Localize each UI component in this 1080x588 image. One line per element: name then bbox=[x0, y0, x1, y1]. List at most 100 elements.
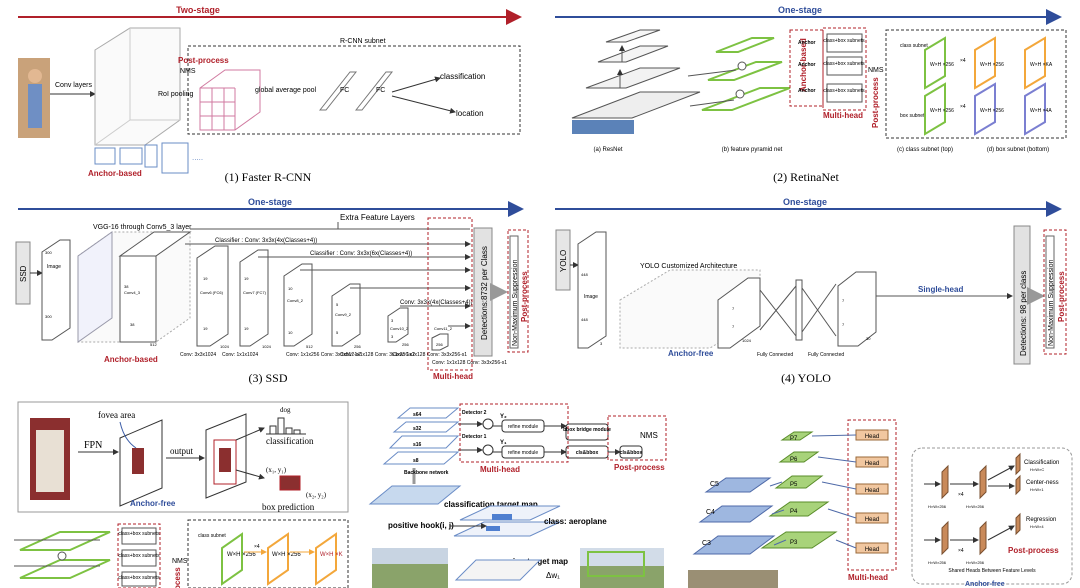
panel-retinanet: Anchor-based Anchor Anchor Anchor class+… bbox=[571, 27, 1067, 184]
foveabox-frame bbox=[17, 401, 349, 513]
subnet-detail-box bbox=[885, 29, 1067, 139]
label-detector-1: Detector 1 bbox=[462, 434, 487, 440]
label-conv-layers: Conv layers bbox=[55, 82, 92, 89]
ssd-dim-15: 5 bbox=[336, 330, 339, 335]
banner-two-stage-label: Two-stage bbox=[176, 5, 220, 15]
caption-faster-rcnn: (1) Faster R-CNN bbox=[225, 170, 312, 184]
dim-wxh256-b: W×H ×256 bbox=[980, 62, 1004, 68]
label-fcos-ctr-dim: H×W×1 bbox=[1030, 487, 1044, 492]
label-multi-head-fcos: Multi-head bbox=[848, 573, 888, 582]
banner-one-stage-ssd: One-stage bbox=[18, 197, 524, 217]
scale-s16: s16 bbox=[413, 442, 422, 448]
backbone-block bbox=[94, 27, 181, 146]
label-anchor-based-retina: Anchor-based bbox=[799, 38, 808, 92]
label-refine-1: refine module bbox=[508, 450, 539, 456]
roi-feature-grid bbox=[199, 69, 261, 131]
yolo-image-label: Image bbox=[584, 294, 598, 300]
banner-two-stage: Two-stage bbox=[18, 5, 522, 25]
label-roi-pooling: RoI pooling bbox=[158, 91, 194, 98]
dim-wxh4a: W×H ×4A bbox=[1030, 108, 1052, 114]
label-head-1: Head bbox=[865, 434, 879, 440]
ssd-dim-11: 10 bbox=[288, 286, 293, 291]
label-yolo-nms: Non-Maximum Suppression bbox=[1048, 260, 1055, 346]
ssd-feature-layers bbox=[196, 245, 449, 351]
label-ssd-nms: Non-Maximum Suppression bbox=[512, 260, 519, 346]
yolo-fc-1 bbox=[795, 279, 803, 341]
label-backbone-network: Backbone network bbox=[404, 470, 449, 476]
label-anchor-based-frcnn: Anchor-based bbox=[88, 169, 142, 178]
subnets-label-3: class+box subnets bbox=[823, 88, 865, 94]
ssd-bottom-3: Conv: 1x1x256 Conv: 3x3x512-s2 bbox=[286, 352, 361, 358]
label-post-process-frcnn: Post-process bbox=[178, 56, 229, 65]
subcaption-a: (a) ResNet bbox=[593, 147, 622, 153]
label-extra-feature-layers: Extra Feature Layers bbox=[340, 213, 415, 222]
banner-one-stage-label-2: One-stage bbox=[248, 197, 292, 207]
retina-small-dim-a: W×H ×256 bbox=[227, 552, 256, 558]
ssd-bottom-1: Conv: 3x3x1024 bbox=[180, 352, 216, 358]
ssd-dim-17: 3 bbox=[391, 318, 394, 323]
panel-target-maps: classification target map positive hook(… bbox=[372, 500, 664, 588]
label-yolo-fc-1: Fully Connected bbox=[757, 352, 793, 358]
yolo-final-conv bbox=[717, 277, 761, 349]
fcos-hw256-b: H×W×256 bbox=[966, 504, 985, 509]
label-ssd: SSD bbox=[19, 265, 28, 282]
ssd-conv7: Conv7 (FC7) bbox=[243, 290, 267, 295]
panel-ssd: SSD Image 300 300 VGG-16 through Conv5_3… bbox=[15, 213, 529, 385]
subcaption-b: (b) feature pyramid net bbox=[722, 147, 783, 153]
ssd-bottom-4: Conv: 1x1x128 Conv: 3x3x256-s2 bbox=[340, 352, 415, 358]
label-shared-heads: Shared Heads Between Feature Levels bbox=[948, 568, 1036, 574]
vgg-block bbox=[77, 231, 192, 343]
label-fcos-reg-dim: H×W×4 bbox=[1030, 524, 1044, 529]
label-p7: P7 bbox=[790, 436, 798, 442]
dim-wxhka: W×H ×KA bbox=[1030, 62, 1053, 68]
label-classifier-3: Conv: 3x3x(4x(Classes+4)) bbox=[400, 300, 473, 306]
label-post-process-yolo: Post-process bbox=[1057, 271, 1066, 322]
label-fcos-cls-dim: H×W×C bbox=[1030, 467, 1044, 472]
ssd-bottom-6: Conv: 1x1x128 Conv: 3x3x256-s1 bbox=[432, 360, 507, 366]
yolo-dim-3: 7 bbox=[732, 306, 735, 311]
label-anchor-free-yolo: Anchor-free bbox=[668, 349, 714, 358]
label-gap: global average pool bbox=[255, 87, 317, 94]
rcnn-subnet-box bbox=[187, 45, 521, 135]
dim-wxh256-a: W×H ×256 bbox=[930, 62, 954, 68]
label-anchor-1: Anchor bbox=[798, 40, 816, 46]
fpn-stack bbox=[687, 37, 791, 111]
yolo-dim-1: 448 bbox=[581, 317, 588, 322]
yolo-input-image bbox=[577, 231, 607, 349]
ssd-bottom-2: Conv: 1x1x1024 bbox=[222, 352, 258, 358]
label-p5: P5 bbox=[790, 482, 798, 488]
caption-retinanet: (2) RetinaNet bbox=[773, 170, 839, 184]
label-yolo-detections: Detections: 98 per class bbox=[1019, 271, 1028, 356]
label-positive-hook: positive hook(i, j) bbox=[388, 521, 454, 530]
yolo-dim-7: 7 bbox=[842, 322, 845, 327]
caption-ssd: (3) SSD bbox=[248, 371, 287, 385]
retina-small-x4: ×4 bbox=[254, 544, 260, 550]
retina-small-dim-b: W×H ×256 bbox=[272, 552, 301, 558]
ssd-dim-19: 256 bbox=[402, 342, 409, 347]
label-cls-target-map: classification target map bbox=[444, 500, 538, 509]
label-box-subnet: box subnet bbox=[900, 113, 925, 119]
label-c4: C4 bbox=[706, 509, 715, 516]
yolo-dim-4: 7 bbox=[732, 324, 735, 329]
class-subnet-blocks: W×H ×256 W×H ×256 W×H ×KA ×4 bbox=[924, 36, 1053, 90]
yolo-dim-2: 3 bbox=[600, 341, 603, 346]
ssd-dim-10: 1024 bbox=[262, 344, 272, 349]
label-head-5: Head bbox=[865, 547, 879, 553]
ssd-dim-20: 256 bbox=[436, 342, 443, 347]
post-process-box-md bbox=[607, 415, 667, 461]
ssd-dim-8: 19 bbox=[244, 276, 249, 281]
yolo-dim-5: 1024 bbox=[742, 338, 752, 343]
dim-wxh256-c: W×H ×256 bbox=[930, 108, 954, 114]
post-process-box-ssd bbox=[507, 229, 529, 353]
ssd-dim-4: 512 bbox=[150, 342, 157, 347]
label-anchor-2: Anchor bbox=[798, 62, 816, 68]
retina-small-nms: NMS bbox=[172, 558, 188, 565]
ssd-dim-13: 512 bbox=[306, 344, 313, 349]
fcos-backbone bbox=[688, 477, 778, 588]
fcos-hw256-a: H×W×256 bbox=[928, 504, 947, 509]
label-location: location bbox=[456, 109, 484, 118]
label-yolo: YOLO bbox=[559, 250, 568, 272]
label-fc-2: FC bbox=[376, 87, 385, 94]
label-p6: P6 bbox=[790, 457, 798, 463]
ssd-bottom-5: Conv: 1x1x128 Conv: 3x3x256-s1 bbox=[392, 352, 467, 358]
